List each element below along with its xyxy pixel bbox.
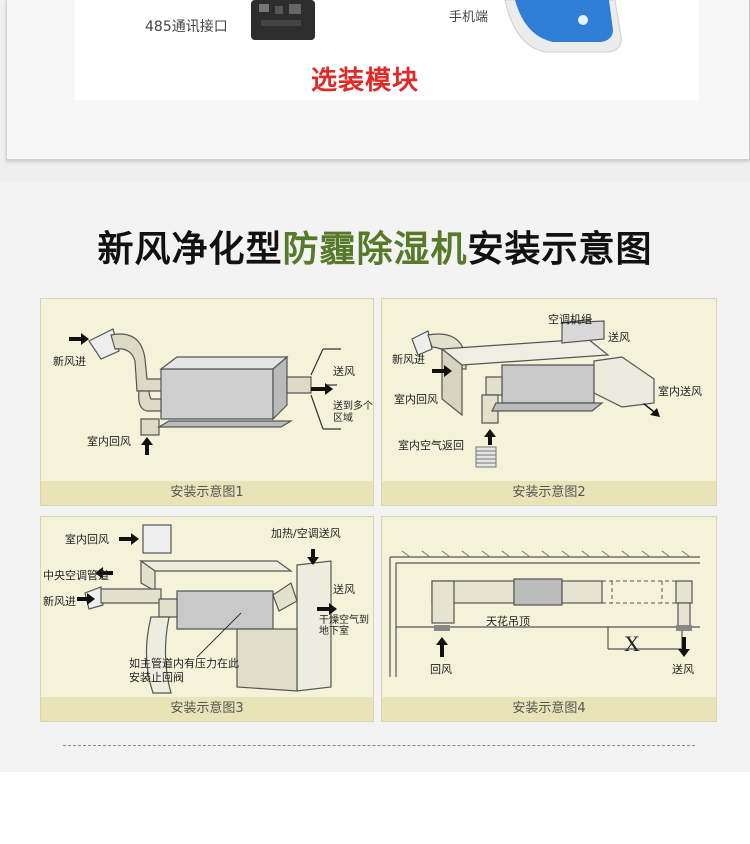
- caption-3: 安装示意图3: [41, 697, 373, 721]
- label-dry-air: 干燥空气到地下室: [319, 615, 369, 637]
- page-title: 新风净化型防霾除湿机安装示意图: [0, 220, 750, 272]
- diagram-panel-4: 天花吊顶 X 回风 送风 安装示意图4: [381, 516, 717, 722]
- diagram-3-drawing: [77, 524, 337, 694]
- label-ac-unit: 空调机组: [548, 313, 592, 326]
- label-return: 室内回风: [87, 435, 131, 448]
- caption-1: 安装示意图1: [41, 481, 373, 505]
- port-label: 485通讯接口: [145, 19, 228, 35]
- label-supply: 送风: [333, 583, 355, 596]
- diagram-2-drawing: [411, 318, 660, 468]
- caption-2: 安装示意图2: [382, 481, 716, 505]
- phone-icon: [504, 0, 622, 53]
- label-return: 回风: [430, 663, 452, 676]
- top-card: 485通讯接口 手机端 选装模块: [6, 0, 750, 160]
- label-supply: 送风: [672, 663, 694, 676]
- label-supply: 送风: [333, 365, 355, 378]
- diagram-panel-2: 空调机组 送风 新风进 室内回风 室内送风 室内空气返回 安装示意图2: [381, 298, 717, 506]
- label-return: 室内回风: [394, 393, 438, 406]
- diagram-panel-1: 新风进 送风 送到多个区域 室内回风 安装示意图1: [40, 298, 374, 506]
- label-check-valve: 如主管道内有压力在此安装止回阀: [129, 657, 239, 684]
- dashed-divider: [63, 745, 695, 746]
- title-part-2: 防霾除湿机: [282, 229, 468, 270]
- label-fresh-in: 新风进: [53, 355, 86, 368]
- caption-4: 安装示意图4: [382, 697, 716, 721]
- title-part-1: 新风净化型: [97, 229, 283, 270]
- module-illustration: [251, 0, 622, 53]
- phone-label: 手机端: [449, 10, 489, 25]
- label-fresh-in: 新风进: [392, 353, 425, 366]
- label-ceiling: 天花吊顶: [486, 615, 530, 628]
- label-indoor-supply: 室内送风: [658, 385, 702, 398]
- label-central-duct: 中央空调管道: [43, 569, 109, 582]
- diagram-1-drawing: [69, 328, 341, 455]
- label-supply: 送风: [608, 331, 630, 344]
- module-title: 选装模块: [311, 66, 420, 96]
- diagram-4-drawing: [389, 550, 700, 677]
- diagram-panel-3: 室内回风 中央空调管道 新风进 加热/空调送风 送风 干燥空气到地下室 如主管道…: [40, 516, 374, 722]
- label-heat-supply: 加热/空调送风: [271, 527, 341, 540]
- top-inner: 485通讯接口 手机端 选装模块: [75, 0, 699, 100]
- label-fresh-in: 新风进: [43, 595, 76, 608]
- title-part-3: 安装示意图: [467, 229, 653, 270]
- label-return: 室内回风: [65, 533, 109, 546]
- label-multi-zone: 送到多个区域: [333, 401, 373, 424]
- label-air-return: 室内空气返回: [398, 439, 464, 452]
- label-x: X: [624, 631, 640, 656]
